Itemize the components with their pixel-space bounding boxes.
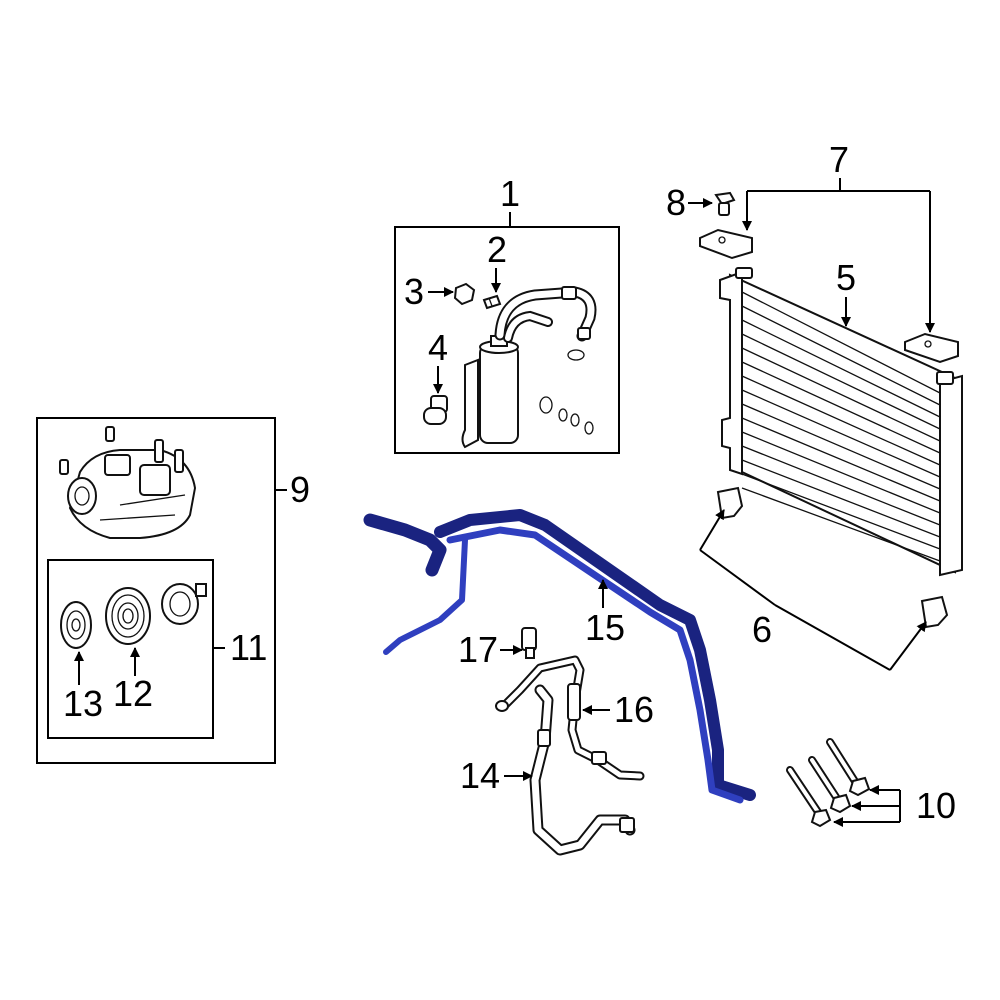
callout-16: 16: [614, 689, 654, 730]
compressor-stud[interactable]: [59, 426, 115, 475]
callout-13: 13: [63, 683, 103, 724]
callout-3: 3: [404, 271, 424, 312]
receiver-drier-group[interactable]: 1 2 3 4: [394, 173, 620, 454]
callout-8: 8: [666, 182, 686, 223]
condenser-bracket-left[interactable]: [699, 228, 753, 260]
ac-compressor[interactable]: [67, 439, 197, 539]
service-cap[interactable]: [453, 282, 476, 306]
service-valve-port[interactable]: [521, 627, 537, 659]
clutch-coil[interactable]: [161, 583, 207, 625]
callout-2: 2: [487, 229, 507, 270]
callout-7: 7: [829, 139, 849, 180]
liquid-line[interactable]: [495, 655, 645, 781]
suction-hose[interactable]: [529, 684, 636, 856]
callout-1: 1: [500, 173, 520, 214]
callout-15: 15: [585, 607, 625, 648]
clutch-hub[interactable]: [60, 601, 92, 649]
callout-6: 6: [752, 609, 772, 650]
condenser[interactable]: [719, 267, 963, 577]
callout-4: 4: [428, 327, 448, 368]
callout-10: 10: [916, 785, 956, 826]
ac-hose-assembly-highlighted[interactable]: [363, 509, 756, 804]
o-ring-set[interactable]: [539, 349, 594, 435]
callout-12: 12: [113, 673, 153, 714]
callout-17: 17: [458, 629, 498, 670]
pressure-switch[interactable]: [423, 395, 448, 425]
compressor-group[interactable]: 9 11 12 13: [36, 417, 310, 764]
receiver-drier-box: [394, 226, 620, 454]
callout-9: 9: [290, 469, 310, 510]
callout-11: 11: [230, 627, 267, 668]
drier-tube[interactable]: [494, 286, 597, 343]
drier-plug[interactable]: [482, 294, 502, 310]
callout-14: 14: [460, 755, 500, 796]
receiver-drier-canister[interactable]: [461, 335, 519, 449]
callout-5: 5: [836, 257, 856, 298]
condenser-bracket-right[interactable]: [904, 332, 959, 364]
condenser-fins: [741, 291, 941, 562]
compressor-box: [36, 417, 276, 764]
clutch-pulley[interactable]: [105, 587, 151, 645]
mounting-bolts[interactable]: [786, 738, 871, 828]
bolt[interactable]: [714, 191, 736, 216]
